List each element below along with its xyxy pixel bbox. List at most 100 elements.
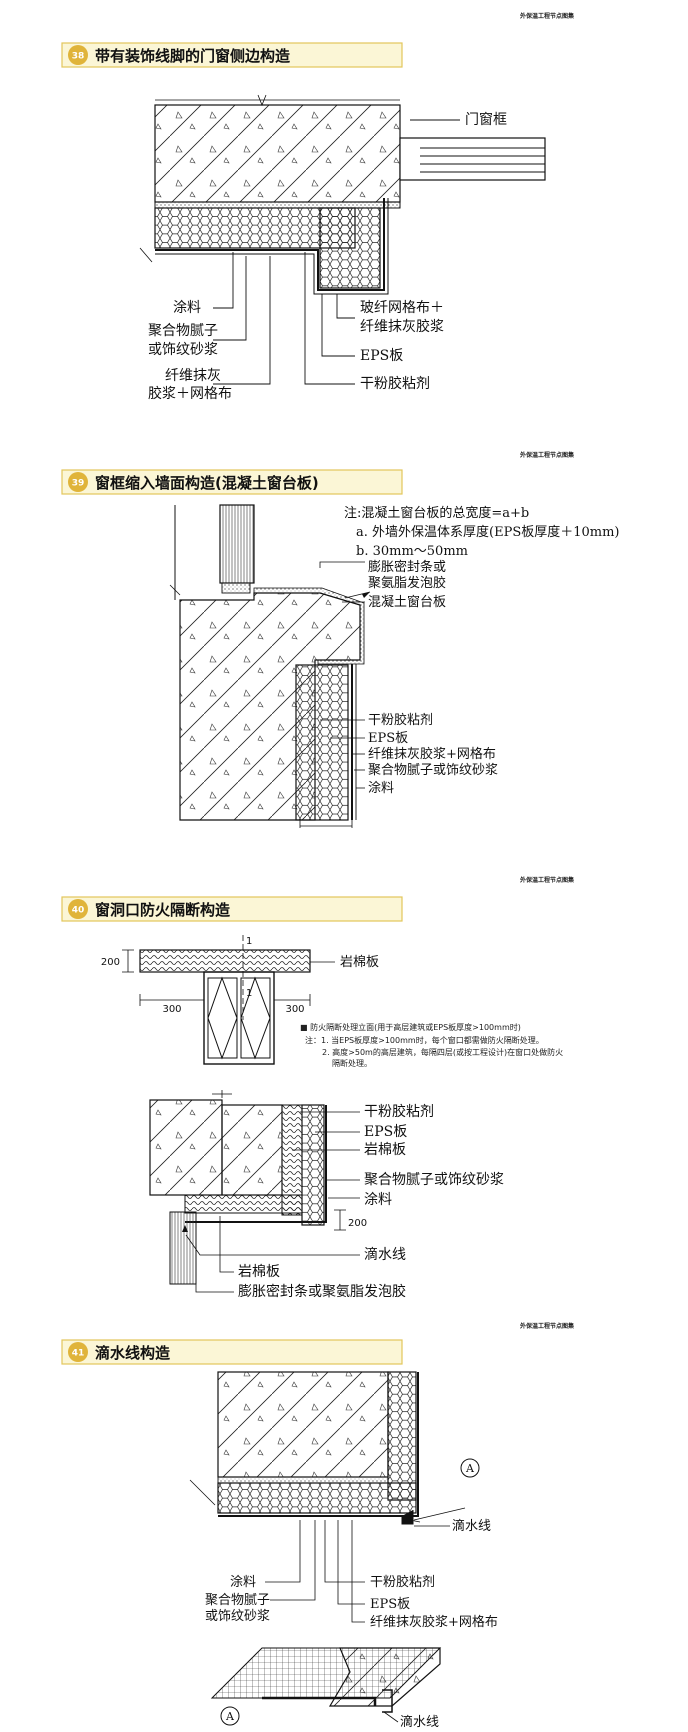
dim-200: 200: [348, 1218, 367, 1229]
label-mesh-2: 纤维抹灰胶浆: [360, 318, 444, 335]
label-fiber-1: 纤维抹灰: [165, 368, 221, 384]
label-seal-1: 膨胀密封条或: [368, 559, 446, 575]
label-eps: EPS板: [364, 1124, 407, 1140]
section-header-bg: [61, 896, 403, 922]
label-coating: 涂料: [368, 780, 394, 796]
window-frame: [219, 504, 255, 584]
label-eps: EPS板: [360, 348, 403, 364]
coating-line: [155, 198, 389, 295]
seal-foam: [221, 582, 251, 594]
section-title: 滴水线构造: [95, 1344, 170, 1362]
label-drip: 滴水线: [452, 1518, 491, 1534]
section-number: 41: [72, 1349, 85, 1359]
drip-profile: [401, 1510, 414, 1525]
corner-note-39: 外保温工程节点图集: [519, 451, 575, 459]
fire-note-2: 2. 高度>50m的高层建筑，每隔四层(或按工程设计)在窗口处做防火: [322, 1047, 563, 1057]
section-mark-top: 1: [246, 936, 252, 947]
section-number: 39: [72, 479, 85, 489]
section-39: 外保温工程节点图集 39 窗框缩入墙面构造(混凝土窗台板) 注:混凝土窗台板的总…: [61, 451, 620, 828]
label-coating: 涂料: [230, 1574, 256, 1590]
adhesive-layer: [217, 1476, 389, 1484]
section-number-badge: [68, 472, 88, 492]
section-mark-bottom: 1: [246, 988, 252, 999]
label-putty-1: 聚合物腻子: [205, 1593, 270, 1608]
label-putty-1: 聚合物腻子: [148, 323, 218, 339]
section-40: 外保温工程节点图集 40 窗洞口防火隔断构造 1 1 200 300 300 岩…: [61, 876, 575, 1300]
eps-board-soffit: [217, 1482, 417, 1514]
note-line-2: a. 外墙外保温体系厚度(EPS板厚度＋10mm): [356, 524, 620, 540]
label-coating: 涂料: [173, 300, 201, 316]
door-window-frame: [399, 137, 546, 181]
eps-return: [319, 207, 381, 289]
dim-300-right: 300: [285, 1004, 304, 1015]
label-sill: 混凝土窗台板: [368, 594, 446, 610]
fire-note-3: 隔断处理。: [332, 1058, 372, 1068]
mesh-line: [218, 1372, 419, 1517]
label-fiber-2: 胶浆＋网格布: [148, 385, 232, 402]
note-line-3: b. 30mm～50mm: [356, 544, 468, 559]
concrete-wall: [154, 104, 401, 203]
fire-note-main: ■ 防火隔断处理立面(用于高层建筑或EPS板厚度>100mm时): [300, 1022, 521, 1032]
label-putty: 聚合物腻子或饰纹砂浆: [364, 1172, 504, 1188]
label-rockwool-bottom: 岩棉板: [238, 1263, 280, 1280]
label-eps: EPS板: [370, 1597, 410, 1612]
marker-a-bottom: A: [225, 1710, 235, 1723]
dim-200-left: 200: [101, 957, 120, 968]
section-41: 外保温工程节点图集 41 滴水线构造 A 滴水线 涂料 聚合物腻子 或饰纹砂浆 …: [61, 1322, 575, 1730]
concrete-sill: [253, 587, 365, 665]
label-adhesive: 干粉胶粘剂: [368, 712, 433, 728]
label-seal-2: 聚氨脂发泡胶: [368, 575, 446, 591]
label-adhesive: 干粉胶粘剂: [360, 375, 430, 392]
drip-notch: [182, 1225, 188, 1232]
corner-note-41: 外保温工程节点图集: [519, 1322, 575, 1330]
section-header-bg: [61, 1339, 403, 1365]
mesh-line: [185, 1105, 327, 1223]
concrete-wall: [217, 1371, 389, 1478]
label-putty: 聚合物腻子或饰纹砂浆: [368, 763, 498, 778]
section-title: 带有装饰线脚的门窗侧边构造: [95, 47, 290, 65]
window-frame: [169, 1211, 197, 1285]
section-title: 窗框缩入墙面构造(混凝土窗台板): [95, 474, 319, 492]
label-mesh-1: 玻纤网格布＋: [360, 300, 444, 316]
label-rockwool: 岩棉板: [364, 1141, 406, 1158]
label-frame: 门窗框: [465, 111, 507, 128]
mesh-line: [155, 198, 385, 291]
note-line-1: 注:混凝土窗台板的总宽度=a+b: [344, 505, 529, 521]
label-drip-bottom: 滴水线: [400, 1714, 439, 1730]
eps-board-vertical: [387, 1371, 417, 1501]
label-fiber: 纤维抹灰胶浆+网格布: [370, 1614, 498, 1630]
adhesive-layer: [154, 201, 401, 209]
section-number: 40: [72, 906, 85, 916]
eps-board: [301, 1104, 325, 1226]
corner-note: 外保温工程节点图集: [519, 12, 575, 20]
section-header-bg: [61, 42, 403, 68]
window-elevation: [203, 971, 275, 1065]
drip-strip: [262, 1696, 377, 1706]
marker-a: A: [465, 1462, 475, 1475]
label-drip: 滴水线: [364, 1246, 406, 1263]
label-putty-2: 或饰纹砂浆: [205, 1609, 270, 1624]
section-header-bg: [61, 469, 403, 495]
section-number-badge: [68, 1342, 88, 1362]
section-number: 38: [72, 52, 85, 62]
section-number-badge: [68, 45, 88, 65]
corner-note-40: 外保温工程节点图集: [519, 876, 575, 884]
section-title: 窗洞口防火隔断构造: [95, 901, 230, 919]
section-38: 38 带有装饰线脚的门窗侧边构造 门窗框 涂料 聚合物腻子 或饰纹砂浆 纤维抹灰…: [61, 42, 546, 402]
dim-300-left: 300: [162, 1004, 181, 1015]
rockwool-strip: [139, 949, 311, 973]
label-coating: 涂料: [364, 1192, 392, 1208]
label-eps: EPS板: [368, 731, 408, 746]
label-rockwool-top: 岩棉板: [340, 955, 379, 970]
label-seal: 膨胀密封条或聚氨脂发泡胶: [238, 1283, 406, 1300]
label-putty-2: 或饰纹砂浆: [148, 342, 218, 358]
rockwool-soffit: [184, 1194, 303, 1214]
label-fiber: 纤维抹灰胶浆+网格布: [368, 746, 496, 762]
label-adhesive: 干粉胶粘剂: [364, 1103, 434, 1120]
concrete-wall: [221, 1104, 283, 1196]
section-number-badge: [68, 899, 88, 919]
label-adhesive: 干粉胶粘剂: [370, 1574, 435, 1590]
eps-board: [295, 664, 349, 821]
fire-note-1: 注：1. 当EPS板厚度>100mm时，每个窗口都需做防火隔断处理。: [305, 1035, 544, 1045]
